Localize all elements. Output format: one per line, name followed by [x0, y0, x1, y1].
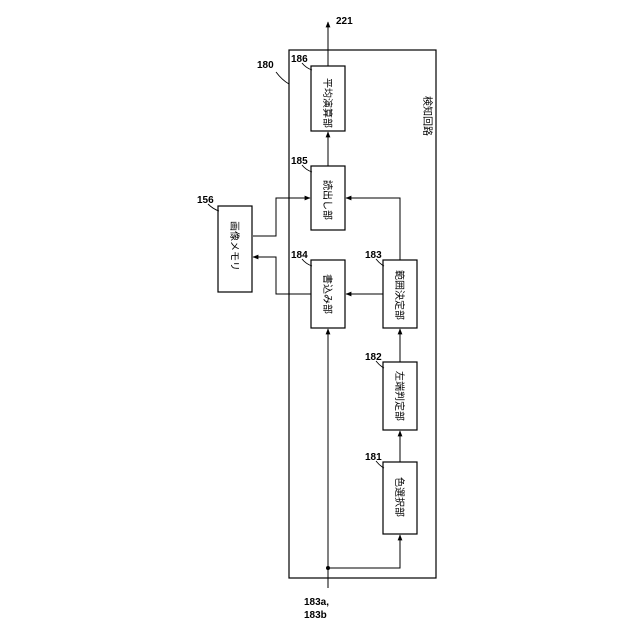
block-183-label: 範囲決定部	[393, 270, 406, 320]
ref-181: 181	[365, 452, 382, 463]
ref-183: 183	[365, 250, 382, 261]
writer-to-memory-line	[253, 257, 311, 294]
block-186-label: 平均演算部	[321, 78, 334, 128]
ref-185: 185	[291, 156, 308, 167]
block-181-label: 色選択部	[393, 477, 406, 517]
block-183-range-decision: 範囲決定部	[383, 260, 417, 328]
block-186-average-calc: 平均演算部	[311, 66, 345, 131]
block-156-label: 画像メモリ	[228, 221, 240, 271]
detection-circuit-title: 検知回路	[421, 96, 434, 136]
ref-182: 182	[365, 352, 382, 363]
block-182-label: 左端判定部	[393, 371, 406, 421]
input-terminal-label-b: 183b	[304, 610, 327, 621]
ref-186: 186	[291, 54, 308, 65]
frame-ref-label: 180	[257, 60, 274, 71]
ref-184: 184	[291, 250, 308, 261]
block-184-writer: 書込み部	[311, 260, 345, 328]
input-terminal-label-a: 183a,	[304, 597, 329, 608]
block-185-label: 読出し部	[321, 180, 334, 220]
block-185-reader: 読出し部	[311, 166, 345, 230]
output-terminal-label: 221	[336, 16, 353, 27]
block-184-label: 書込み部	[321, 274, 334, 314]
block-182-left-edge: 左端判定部	[383, 362, 417, 430]
ref-156: 156	[197, 195, 214, 206]
block-181-color-select: 色選択部	[383, 462, 417, 534]
input-to-color-select-line	[328, 535, 400, 568]
memory-to-reader-line	[253, 198, 310, 236]
block-156-image-memory: 画像メモリ	[218, 206, 252, 292]
frame-ref-leader	[276, 72, 289, 84]
